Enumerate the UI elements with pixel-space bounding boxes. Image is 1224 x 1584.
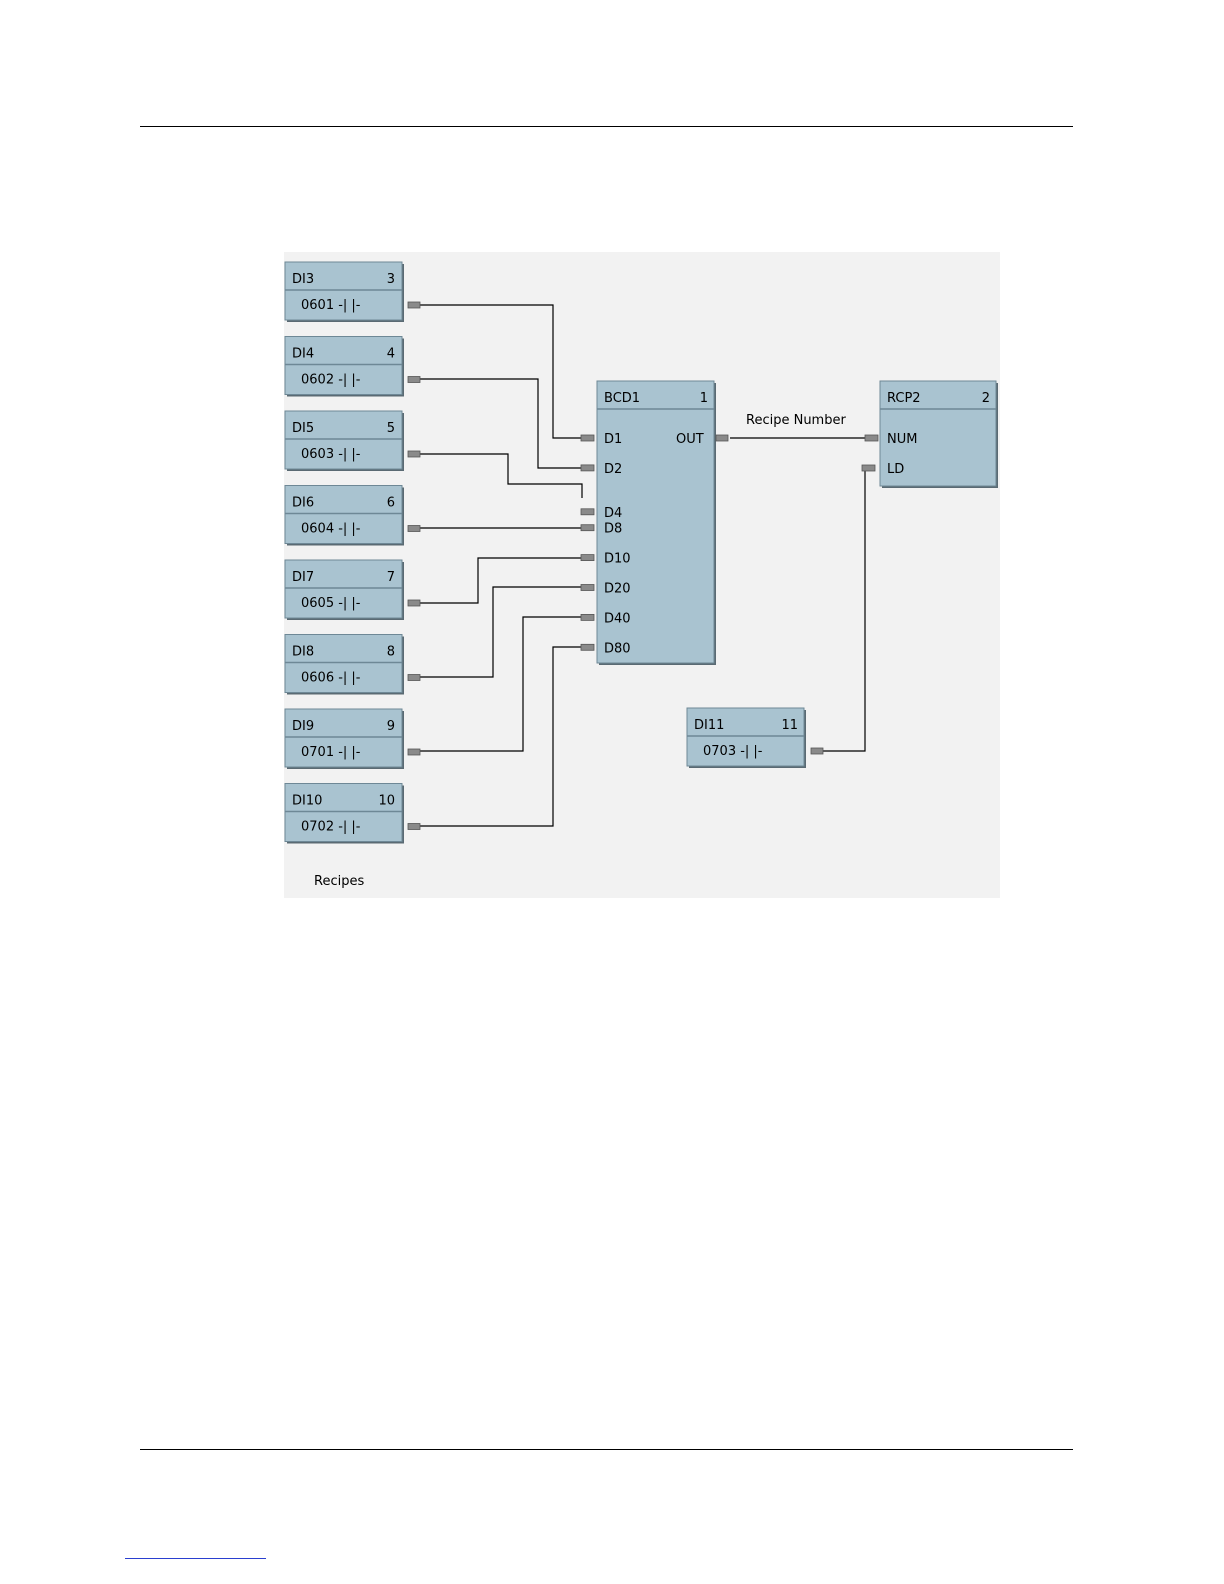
bcd-input-pin[interactable] <box>581 525 594 531</box>
di-block-address: 0601 -| |- <box>301 298 361 313</box>
bcd-input-label: D40 <box>604 611 631 626</box>
bcd-input-label: D8 <box>604 522 622 537</box>
rcp-block[interactable]: RCP2 2 NUM LD <box>862 381 998 488</box>
di-block-column: DI3 3 0601 -| |- DI4 4 0602 -| |- DI5 5 0603 -| … <box>285 262 420 844</box>
rcp-name: RCP2 <box>887 391 921 406</box>
di-output-pin[interactable] <box>408 824 420 830</box>
di-block-name: DI5 <box>292 421 314 436</box>
di-block-address: 0702 -| |- <box>301 820 361 835</box>
di-block[interactable]: DI9 9 0701 -| |- <box>285 709 420 769</box>
function-block-diagram: DI3 3 0601 -| |- DI4 4 0602 -| |- DI5 5 0603 -| … <box>284 252 1000 898</box>
bcd-input-pin[interactable] <box>581 465 594 471</box>
wire-di3-d1 <box>420 305 582 438</box>
di-block-address: 0602 -| |- <box>301 373 361 388</box>
bcd-input-pin[interactable] <box>581 555 594 561</box>
di11-output-pin[interactable] <box>811 748 823 754</box>
di-block[interactable]: DI5 5 0603 -| |- <box>285 411 420 471</box>
wire-di8-d20 <box>420 587 582 677</box>
rcp-number: 2 <box>982 391 990 406</box>
rcp-input-num: NUM <box>887 432 917 447</box>
bcd-output-label: OUT <box>676 432 704 447</box>
di-output-pin[interactable] <box>408 600 420 606</box>
di-output-pin[interactable] <box>408 749 420 755</box>
di-block[interactable]: DI6 6 0604 -| |- <box>285 486 420 546</box>
bcd-number: 1 <box>700 391 708 406</box>
footer-link-underline[interactable] <box>125 1558 266 1559</box>
wire-di5-d4 <box>420 454 582 498</box>
di-block-number: 7 <box>387 570 395 585</box>
wire-di4-d2 <box>420 379 582 468</box>
di-block[interactable]: DI8 8 0606 -| |- <box>285 635 420 695</box>
di11-address: 0703 -| |- <box>703 744 763 759</box>
di-block-number: 6 <box>387 496 395 511</box>
di-output-pin[interactable] <box>408 377 420 383</box>
di-block-name: DI8 <box>292 645 314 660</box>
bcd-input-label: D20 <box>604 582 631 597</box>
wire-di11-ld <box>823 468 870 751</box>
bcd-input-label: D1 <box>604 432 622 447</box>
bcd-output-pin[interactable] <box>716 435 728 441</box>
di-block-number: 8 <box>387 645 395 660</box>
di-block-name: DI10 <box>292 794 322 809</box>
wire-di10-d80 <box>420 647 582 826</box>
di-block-address: 0606 -| |- <box>301 671 361 686</box>
bcd-input-pin[interactable] <box>581 585 594 591</box>
di-block-address: 0603 -| |- <box>301 447 361 462</box>
di-block-name: DI9 <box>292 719 314 734</box>
di-block-address: 0604 -| |- <box>301 522 361 537</box>
di-block-number: 4 <box>387 347 395 362</box>
di-block-address: 0701 -| |- <box>301 745 361 760</box>
di-block-number: 3 <box>387 272 395 287</box>
di-block[interactable]: DI7 7 0605 -| |- <box>285 560 420 620</box>
di-block-name: DI3 <box>292 272 314 287</box>
di-block-number: 5 <box>387 421 395 436</box>
bcd-input-pin[interactable] <box>581 509 594 515</box>
rcp-ld-pin[interactable] <box>862 465 875 471</box>
wire-label-recipe-number: Recipe Number <box>746 413 846 428</box>
di-output-pin[interactable] <box>408 451 420 457</box>
bcd-input-label: D2 <box>604 462 622 477</box>
di-block-number: 9 <box>387 719 395 734</box>
bcd-input-label: D4 <box>604 506 622 521</box>
header-rule <box>140 126 1073 127</box>
bcd-input-pin[interactable] <box>581 644 594 650</box>
wire-di9-d40 <box>420 617 582 751</box>
bcd-input-pin[interactable] <box>581 614 594 620</box>
di11-block[interactable]: DI11 11 0703 -| |- <box>687 708 823 768</box>
di-output-pin[interactable] <box>408 675 420 681</box>
di-block-name: DI4 <box>292 347 314 362</box>
di11-name: DI11 <box>694 718 724 733</box>
rcp-input-ld: LD <box>887 462 904 477</box>
wire-di7-d10 <box>420 558 582 603</box>
footer-rule <box>140 1449 1073 1450</box>
di11-number: 11 <box>781 718 798 733</box>
di-block-name: DI6 <box>292 496 314 511</box>
diagram-caption: Recipes <box>314 874 364 889</box>
bcd-input-pin[interactable] <box>581 435 594 441</box>
di-output-pin[interactable] <box>408 526 420 532</box>
di-block[interactable]: DI10 10 0702 -| |- <box>285 784 420 844</box>
di-block[interactable]: DI3 3 0601 -| |- <box>285 262 420 322</box>
bcd-input-label: D80 <box>604 641 631 656</box>
bcd-name: BCD1 <box>604 391 640 406</box>
rcp-num-pin[interactable] <box>865 435 878 441</box>
bcd-input-label: D10 <box>604 552 631 567</box>
di-output-pin[interactable] <box>408 302 420 308</box>
di-block-name: DI7 <box>292 570 314 585</box>
di-block-address: 0605 -| |- <box>301 596 361 611</box>
di-block[interactable]: DI4 4 0602 -| |- <box>285 337 420 397</box>
di-block-number: 10 <box>378 794 395 809</box>
